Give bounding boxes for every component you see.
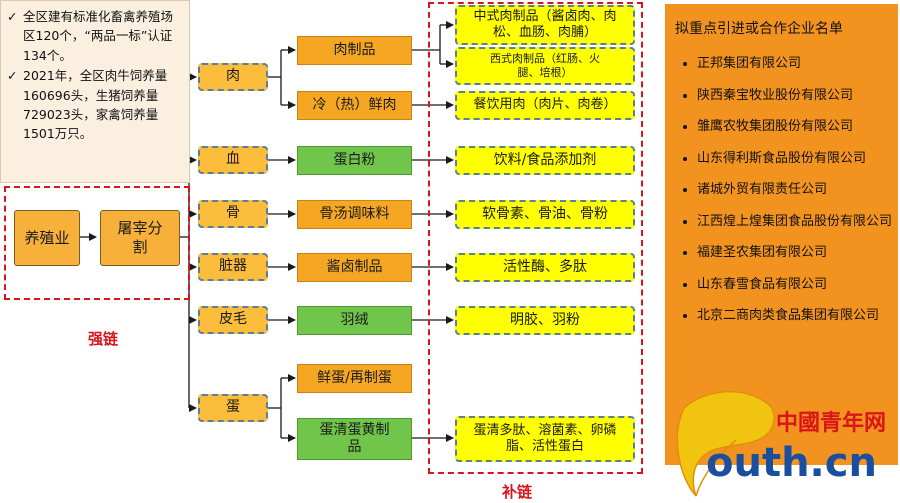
company-item: 北京二商肉类食品集团有限公司 [697,300,892,332]
product-down: 羽绒 [297,306,412,335]
youth-cn-watermark-logo: 中國青年网 outh.cn [676,391,886,497]
company-item: 山东春雪食品有限公司 [697,269,892,301]
company-item: 山东得利斯食品股份有限公司 [697,143,892,175]
category-bone: 骨 [198,200,268,228]
company-panel-title: 拟重点引进或合作企业名单 [675,21,843,37]
product-fresh-meat: 冷（热）鲜肉 [297,91,412,120]
check-icon: ✓ [7,9,18,24]
supplement-chain-label: 补链 [502,483,533,501]
product-fresh-egg: 鲜蛋/再制蛋 [297,364,412,393]
category-blood: 血 [198,146,268,174]
supplement-bone: 软骨素、骨油、骨粉 [455,200,635,229]
supplement-enzyme: 活性酶、多肽 [455,253,635,282]
company-panel: 拟重点引进或合作企业名单 正邦集团有限公司 陕西秦宝牧业股份有限公司 雏鹰农牧集… [665,4,898,465]
category-meat: 肉 [198,63,268,91]
product-protein-powder: 蛋白粉 [297,146,412,175]
supplement-catering-meat: 餐饮用肉（肉片、肉卷） [455,91,635,120]
strong-chain-label: 强链 [88,330,119,348]
supplement-egg-derivatives: 蛋清多肽、溶菌素、卵磷脂、活性蛋白 [455,416,635,462]
company-item: 江西煌上煌集团食品股份有限公司 [697,206,892,238]
company-item: 陕西秦宝牧业股份有限公司 [697,80,892,112]
node-farming: 养殖业 [14,210,80,266]
check-icon: ✓ [7,68,18,84]
supplement-gelatin: 明胶、羽粉 [455,306,635,335]
company-list: 正邦集团有限公司 陕西秦宝牧业股份有限公司 雏鹰农牧集团股份有限公司 山东得利斯… [675,48,892,332]
category-organs: 脏器 [198,253,268,281]
company-item: 诸城外贸有限责任公司 [697,174,892,206]
info-item: ✓ 全区建有标准化畜禽养殖场区120个，“两品一标”认证 134个。 [7,7,183,65]
leaf-logo-icon [676,391,775,497]
category-hide-feather: 皮毛 [198,306,268,334]
info-item-text: 全区建有标准化畜禽养殖场区120个，“两品一标”认证 134个。 [23,9,174,63]
info-panel: ✓ 全区建有标准化畜禽养殖场区120个，“两品一标”认证 134个。 ✓ 202… [0,0,190,183]
company-item: 正邦集团有限公司 [697,48,892,80]
supplement-chain-frame [428,2,643,474]
product-egg-white-yolk: 蛋清蛋黄制品 [297,418,412,460]
brand-cn-text: 中國青年网 [776,410,886,436]
brand-en-text: outh.cn [706,440,877,486]
supplement-chinese-meat: 中式肉制品（酱卤肉、肉松、血肠、肉脯） [455,5,635,45]
product-meat-products: 肉制品 [297,36,412,65]
company-item: 福建圣农集团有限公司 [697,237,892,269]
product-bone-broth: 骨汤调味料 [297,200,412,229]
strong-chain-frame [4,186,190,300]
product-braised: 酱卤制品 [297,253,412,282]
info-item: ✓ 2021年，全区肉牛饲养量160696头，生猪饲养量729023头，家禽饲养… [7,66,183,144]
category-egg: 蛋 [198,394,268,422]
supplement-beverage: 饮料/食品添加剂 [455,146,635,175]
company-item: 雏鹰农牧集团股份有限公司 [697,111,892,143]
node-slaughter: 屠宰分割 [100,210,180,266]
supplement-western-meat: 西式肉制品（红肠、火腿、培根） [455,47,635,85]
info-item-text: 2021年，全区肉牛饲养量160696头，生猪饲养量729023头，家禽饲养量1… [23,68,168,142]
